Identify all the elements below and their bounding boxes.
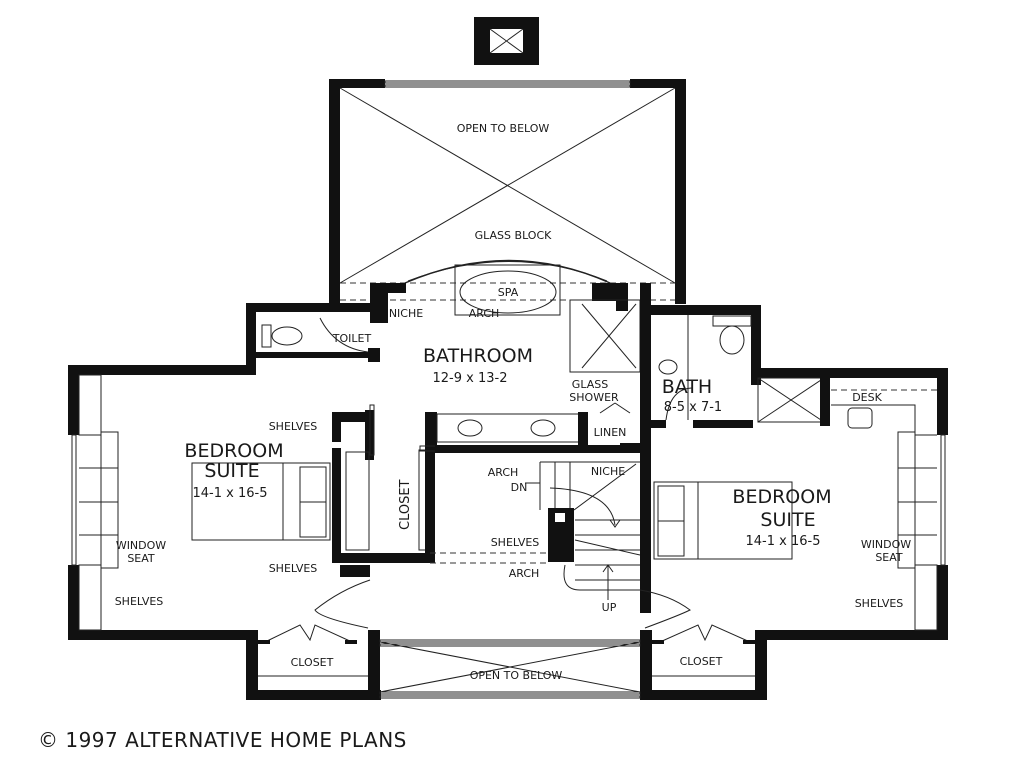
label-arch-bottom: ARCH bbox=[509, 567, 540, 580]
label-window-seat-right-1: WINDOW bbox=[861, 538, 911, 551]
right-bedroom-walls bbox=[765, 368, 948, 640]
label-arch-top: ARCH bbox=[469, 307, 500, 320]
center-closet-walls bbox=[332, 404, 435, 577]
bed-right bbox=[653, 481, 793, 560]
label-window-seat-left-1: WINDOW bbox=[116, 539, 166, 552]
bottom-section bbox=[246, 579, 767, 700]
label-bathroom-size: 12-9 x 13-2 bbox=[433, 371, 508, 386]
label-up: UP bbox=[602, 601, 617, 614]
label-bedroom-right-2: SUITE bbox=[760, 509, 815, 531]
label-shelves-left-mid: SHELVES bbox=[269, 562, 318, 575]
label-linen: LINEN bbox=[594, 426, 627, 439]
label-bathroom: BATHROOM bbox=[423, 345, 533, 367]
label-closet-right: CLOSET bbox=[680, 655, 723, 668]
label-shelves-left-top: SHELVES bbox=[269, 420, 318, 433]
label-bedroom-left-size: 14-1 x 16-5 bbox=[193, 486, 268, 501]
label-toilet: TOILET bbox=[332, 332, 372, 345]
chimney bbox=[474, 17, 539, 65]
open-to-below-top bbox=[329, 79, 686, 304]
label-open-to-below-bottom: OPEN TO BELOW bbox=[470, 669, 563, 682]
label-bedroom-left-2: SUITE bbox=[204, 460, 259, 482]
label-window-seat-right-2: SEAT bbox=[875, 551, 903, 564]
room-labels: OPEN TO BELOW GLASS BLOCK SPA NICHE ARCH… bbox=[115, 122, 912, 682]
toilet-room bbox=[246, 303, 380, 365]
label-closet-center: CLOSET bbox=[398, 479, 413, 530]
vanity bbox=[419, 412, 650, 453]
label-open-to-below-top: OPEN TO BELOW bbox=[457, 122, 550, 135]
label-bedroom-right-size: 14-1 x 16-5 bbox=[746, 534, 821, 549]
label-bedroom-left-1: BEDROOM bbox=[184, 440, 283, 462]
label-bath: BATH bbox=[662, 376, 712, 398]
label-shelves-left-bottom: SHELVES bbox=[115, 595, 164, 608]
label-dn: DN bbox=[511, 481, 528, 494]
bed-left bbox=[191, 462, 331, 541]
spa bbox=[454, 264, 561, 316]
label-shelves-right: SHELVES bbox=[855, 597, 904, 610]
shower-right bbox=[751, 368, 831, 426]
label-arch-mid: ARCH bbox=[488, 466, 519, 479]
copyright-notice: © 1997 ALTERNATIVE HOME PLANS bbox=[38, 728, 407, 752]
label-spa: SPA bbox=[498, 286, 519, 299]
label-glass-shower-1: GLASS bbox=[572, 378, 608, 391]
bath-right bbox=[651, 305, 761, 428]
label-glass-block: GLASS BLOCK bbox=[475, 229, 553, 242]
stairs bbox=[430, 461, 641, 600]
label-desk: DESK bbox=[852, 391, 882, 404]
label-bath-size: 8-5 x 7-1 bbox=[664, 400, 722, 415]
left-bedroom-walls bbox=[68, 365, 256, 640]
label-niche-top: NICHE bbox=[389, 307, 423, 320]
label-bedroom-right-1: BEDROOM bbox=[732, 486, 831, 508]
label-closet-left: CLOSET bbox=[291, 656, 334, 669]
label-glass-shower-2: SHOWER bbox=[569, 391, 619, 404]
label-niche-stair: NICHE bbox=[591, 465, 625, 478]
label-window-seat-left-2: SEAT bbox=[127, 552, 155, 565]
label-shelves-stair: SHELVES bbox=[491, 536, 540, 549]
